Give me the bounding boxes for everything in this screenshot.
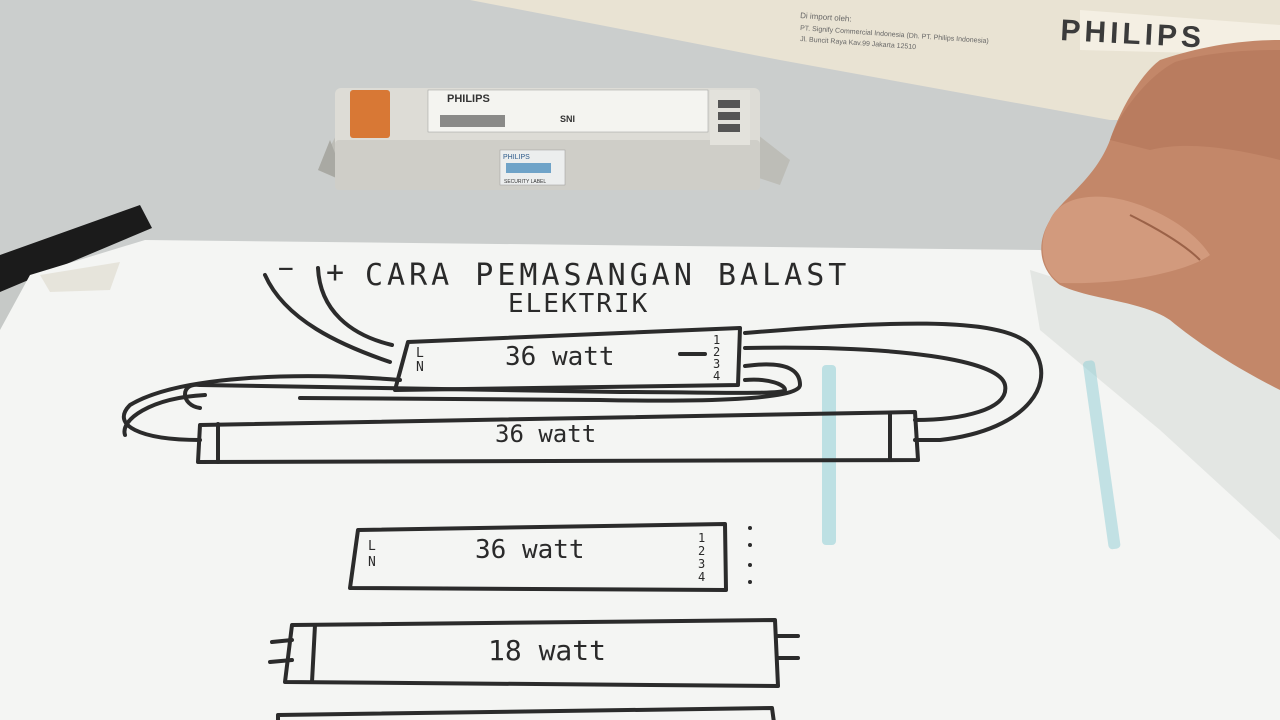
d1-ballast-label: 36 watt: [505, 342, 615, 372]
d1-tube-label: 36 watt: [495, 420, 596, 448]
sheet-title: − + CARA PEMASANGAN BALAST ELEKTRIK: [278, 254, 850, 319]
diagram-1-tube: 36 watt: [196, 410, 920, 464]
d2-tube-label: 18 watt: [488, 634, 606, 667]
ballast-sticker-brand: PHILIPS: [503, 154, 530, 161]
diagram-1-ballast: L N 36 watt 1 2 3 4: [393, 326, 742, 392]
plus-sign: +: [326, 255, 344, 290]
title-line-1: CARA PEMASANGAN BALAST: [365, 258, 850, 293]
ballast-device-brand: PHILIPS: [447, 93, 490, 105]
d2-ballast-terminal-2: 2: [698, 544, 705, 558]
d1-ballast-terminal-2: 2: [713, 345, 720, 359]
diagram-3-tube-partial: [276, 706, 776, 720]
diagram-2-tube: 18 watt: [268, 618, 800, 688]
diagram-1-wires: [122, 266, 1044, 442]
d1-ballast-terminal-4: 4: [713, 369, 720, 383]
philips-box: PHILIPS Di import oleh: PT. Signify Comm…: [470, 0, 1280, 120]
d2-ballast-label: 36 watt: [475, 535, 585, 565]
ballast-sticker-label: SECURITY LABEL: [504, 179, 546, 185]
black-tape: [0, 205, 152, 292]
minus-sign: −: [278, 254, 294, 284]
d1-ballast-terminal-L: L: [416, 346, 424, 361]
d1-ballast-terminal-N: N: [416, 360, 424, 375]
d1-ballast-terminal-3: 3: [713, 357, 720, 371]
diagram-2-ballast: L N 36 watt 1 2 3 4: [348, 522, 752, 592]
d2-ballast-terminal-1: 1: [698, 531, 705, 545]
d1-ballast-terminal-1: 1: [713, 333, 720, 347]
box-importer-line-1: Di import oleh:: [800, 11, 852, 24]
ballast-device: PHILIPS SNI PHILIPS SECURITY LABEL: [318, 88, 790, 190]
box-brand-text: PHILIPS: [1060, 14, 1206, 55]
blue-stains: [822, 360, 1121, 550]
ballast-device-sni: SNI: [560, 114, 575, 124]
hand: [1041, 40, 1280, 390]
d2-ballast-terminal-N: N: [368, 555, 376, 570]
title-line-2: ELEKTRIK: [508, 289, 649, 319]
d2-ballast-terminal-3: 3: [698, 557, 705, 571]
d2-ballast-terminal-4: 4: [698, 570, 705, 584]
d2-ballast-terminal-L: L: [368, 539, 376, 554]
